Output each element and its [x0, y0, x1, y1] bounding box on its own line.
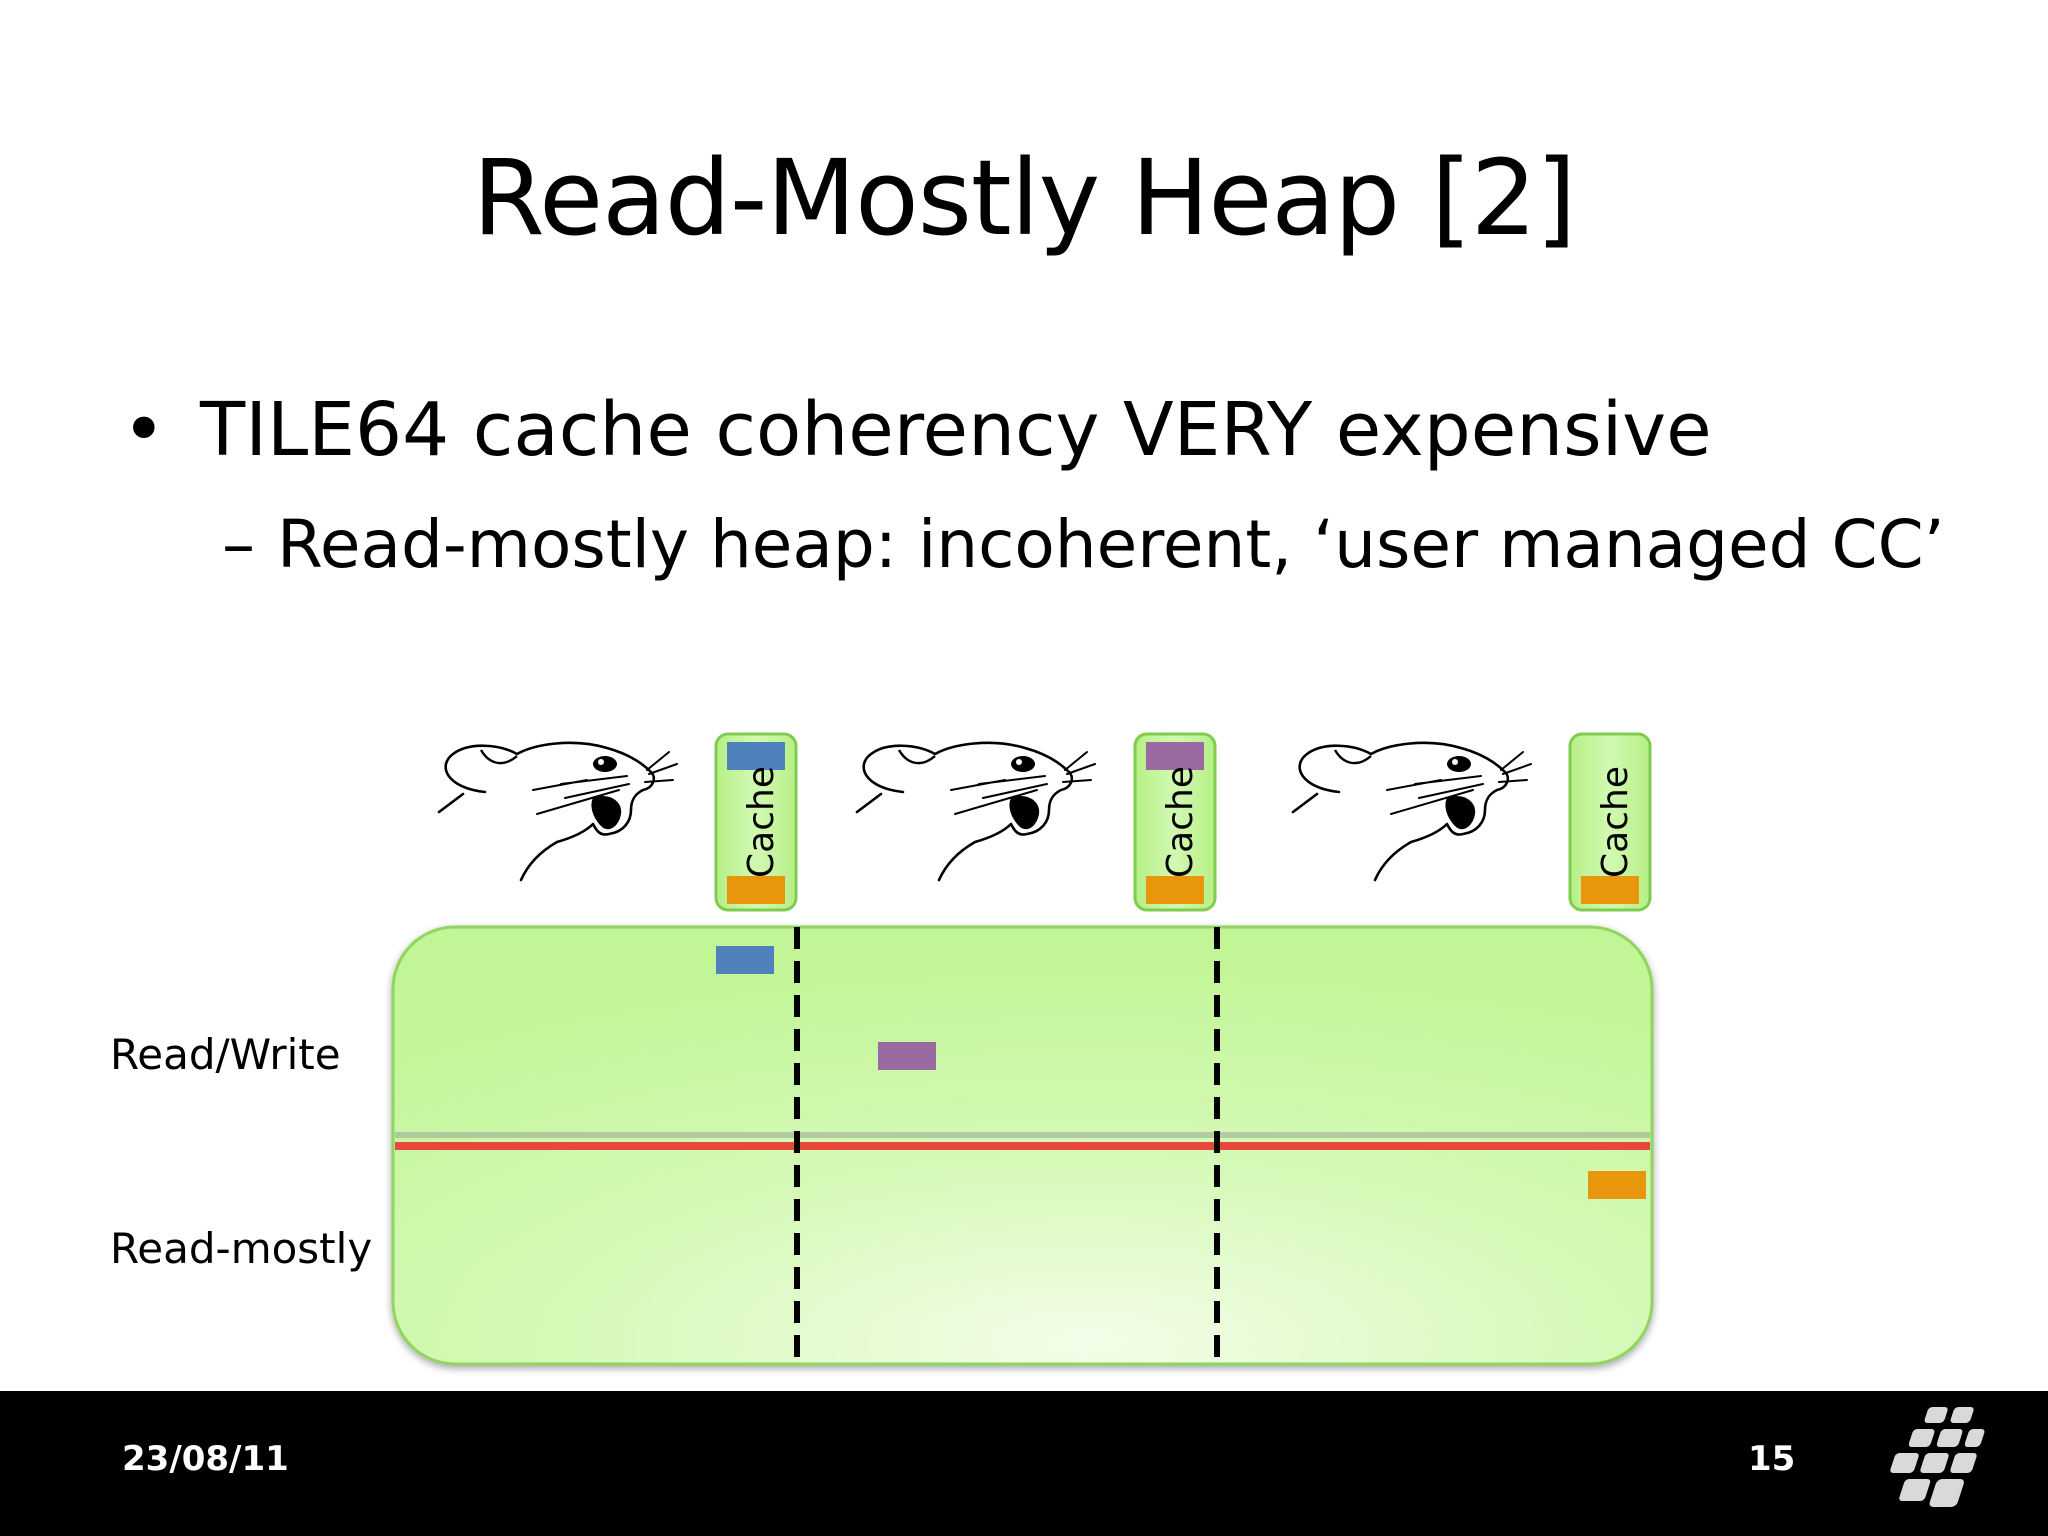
heap-block-blue [716, 946, 774, 974]
heap-block-orange [1588, 1171, 1646, 1199]
dash-icon: – [222, 506, 255, 583]
cache-line-orange [727, 876, 785, 904]
bullet-point: • TILE64 cache coherency VERY expensive [122, 385, 1712, 475]
core-rat-icon [855, 741, 1097, 882]
region-divider [395, 1142, 1650, 1150]
slide-date: 23/08/11 [122, 1439, 289, 1479]
core-rat-icon [1291, 741, 1533, 882]
cache-label: Cache [741, 766, 782, 878]
slide-title: Read-Mostly Heap [2] [472, 137, 1577, 259]
cache-box: Cache [1568, 732, 1652, 912]
bullet-text: TILE64 cache coherency VERY expensive [200, 387, 1712, 473]
core-rat-icon [437, 741, 679, 882]
cache-box: Cache [1133, 732, 1217, 912]
read-mostly-label: Read-mostly [110, 1224, 373, 1273]
slide-footer: 23/08/11 15 [0, 1391, 2048, 1536]
cache-label: Cache [1160, 766, 1201, 878]
tiled-grid-logo-icon [1890, 1407, 1985, 1507]
slide-number: 15 [1748, 1439, 1796, 1479]
heap-region [391, 925, 1654, 1366]
cache-line-orange [1146, 876, 1204, 904]
bullet-dot-icon: • [122, 387, 166, 473]
cache-box: Cache [714, 732, 798, 912]
cache-label: Cache [1595, 766, 1636, 878]
read-write-label: Read/Write [110, 1030, 341, 1079]
sub-bullet-point: –Read-mostly heap: incoherent, ‘user man… [222, 505, 1945, 585]
cache-line-purple [1146, 742, 1204, 770]
sub-bullet-text: Read-mostly heap: incoherent, ‘user mana… [277, 506, 1945, 583]
heap-block-purple [878, 1042, 936, 1070]
cache-line-blue [727, 742, 785, 770]
cache-line-orange [1581, 876, 1639, 904]
